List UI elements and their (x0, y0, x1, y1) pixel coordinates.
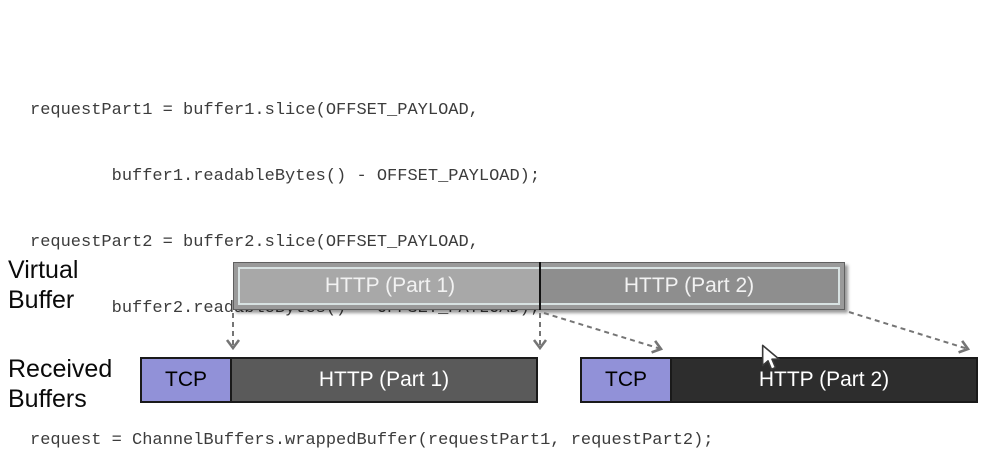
received-buffer2-segment-tcp: TCP (582, 359, 672, 401)
code-line: requestPart1 = buffer1.slice(OFFSET_PAYL… (30, 101, 479, 120)
code-line: requestPart2 = buffer2.slice(OFFSET_PAYL… (30, 233, 479, 252)
virtual-buffer-segment-http-part2: HTTP (Part 2) (540, 269, 838, 303)
virtual-buffer-label-line1: Virtual (8, 256, 79, 284)
received-buffer2-segment-http-part2: HTTP (Part 2) (672, 359, 976, 401)
virtual-buffer-segment-http-part1: HTTP (Part 1) (240, 269, 540, 303)
arrow-vbuf-right-to-part2-end-icon (848, 311, 968, 349)
tcp-label: TCP (605, 368, 647, 391)
virtual-http-part1-label: HTTP (Part 1) (324, 274, 456, 297)
virtual-buffer-bar: HTTP (Part 1) HTTP (Part 2) (233, 262, 845, 310)
received-buffer1-segment-tcp: TCP (142, 359, 232, 401)
received-buffer1-segment-http-part1: HTTP (Part 1) (232, 359, 536, 401)
virtual-buffer-label: Virtual Buffer (8, 255, 78, 315)
virtual-buffer-label-line2: Buffer (8, 286, 75, 314)
code-line: request = ChannelBuffers.wrappedBuffer(r… (30, 431, 714, 450)
http-part2-label: HTTP (Part 2) (758, 368, 890, 391)
http-part1-label: HTTP (Part 1) (318, 368, 450, 391)
received-buffer-1: TCP HTTP (Part 1) (140, 357, 538, 403)
received-buffers-label: Received Buffers (8, 354, 112, 414)
virtual-http-part2-label: HTTP (Part 2) (623, 274, 755, 297)
virtual-buffer-divider (539, 262, 541, 310)
received-buffers-label-line2: Buffers (8, 385, 87, 413)
tcp-label: TCP (165, 368, 207, 391)
received-buffer-2: TCP HTTP (Part 2) (580, 357, 978, 403)
received-buffers-label-line1: Received (8, 355, 113, 383)
code-line: buffer1.readableBytes() - OFFSET_PAYLOAD… (30, 167, 541, 186)
